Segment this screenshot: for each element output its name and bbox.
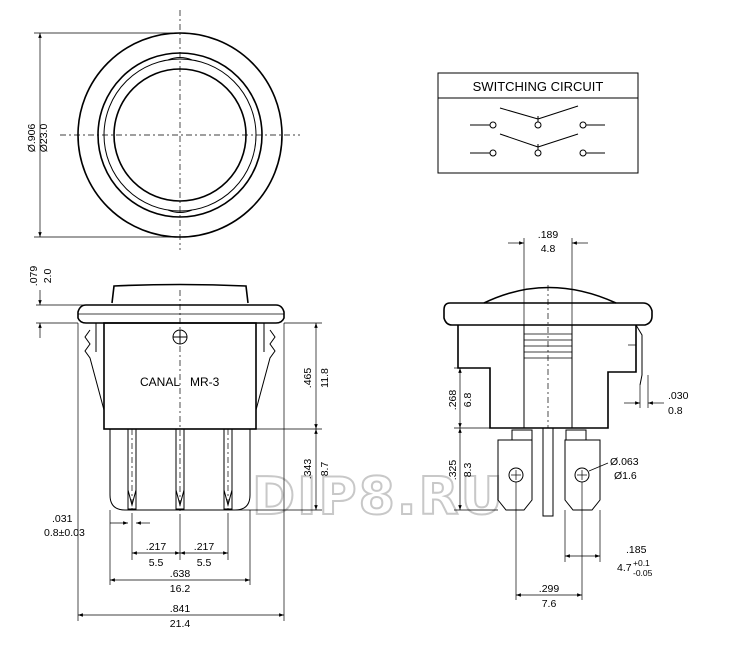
dim-hole-mm: Ø1.6 [614,470,637,482]
dim-center-width-mm: 4.8 [541,243,556,255]
top-view [34,10,300,250]
circuit-title: SWITCHING CIRCUIT [473,79,604,94]
dim-side-268-mm: 6.8 [462,393,474,408]
dim-terminal-thickness-in: .031 [52,513,73,525]
terminal-right [223,428,233,515]
dim-terminal-length-in: .343 [302,459,314,480]
dim-pitch2-in: .217 [194,541,215,553]
dim-hole-in: Ø.063 [610,456,639,468]
body-brand-label: CANAL [140,375,180,389]
dim-cap-height-mm: 2.0 [42,269,54,284]
dim-outer-dia-mm: Ø23.0 [38,124,50,153]
dim-center-width-in: .189 [538,229,559,241]
dim-terminal-thickness-mm: 0.8±0.03 [44,527,85,539]
dim-pitch1-in: .217 [146,541,167,553]
dim-tab-width-tol-plus: +0.1 [633,558,650,568]
dim-tab-spacing-mm: 7.6 [542,598,557,610]
dim-body-height-in: .465 [302,368,314,389]
switching-circuit-box [437,72,639,174]
dim-pitch2-mm: 5.5 [197,557,212,569]
tab-right [564,429,601,511]
body-model-label: MR-3 [190,375,220,389]
dim-terminal-length-mm: 8.7 [319,462,331,477]
dim-tab-width-in: .185 [626,544,647,556]
dim-body-width-in: .638 [170,568,191,580]
front-view [36,283,322,621]
dim-clip-in: .030 [668,390,689,402]
dim-cap-height-in: .079 [28,266,40,287]
dim-body-height-mm: 11.8 [319,368,331,388]
dim-body-width-mm: 16.2 [170,583,191,595]
dim-side-325-mm: 8.3 [462,463,474,478]
terminal-middle [175,290,185,515]
dim-tab-width-tol-minus: -0.05 [633,568,653,578]
dim-side-325-in: .325 [447,460,459,481]
dim-pitch1-mm: 5.5 [149,557,164,569]
dim-clip-mm: 0.8 [668,405,683,417]
dim-outer-dia-in: Ø.906 [26,124,38,153]
dim-total-width-in: .841 [170,603,191,615]
terminal-left [127,428,137,515]
dim-total-width-mm: 21.4 [170,618,191,630]
side-view [443,238,664,600]
dim-tab-spacing-in: .299 [539,583,560,595]
dim-tab-width-mm: 4.7 [617,562,632,574]
dim-side-268-in: .268 [447,390,459,411]
